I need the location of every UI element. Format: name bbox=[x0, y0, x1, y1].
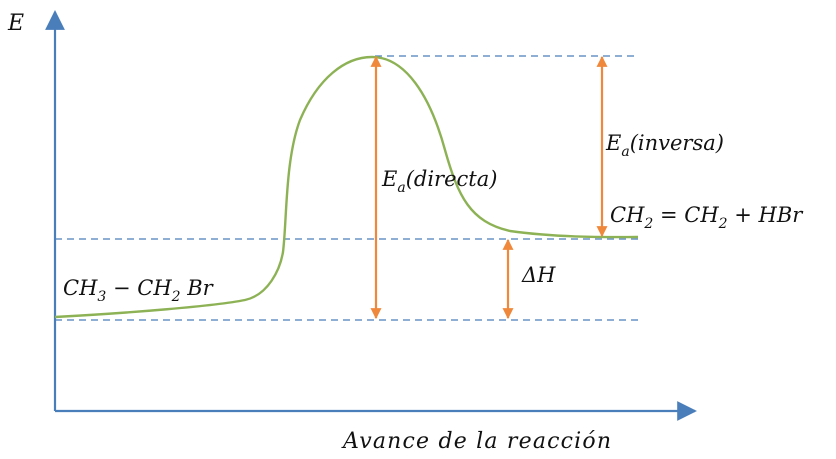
y-axis-label: E bbox=[7, 11, 24, 36]
ea-reverse-label: Ea(inversa) bbox=[605, 131, 724, 160]
ea-forward-label: Ea(directa) bbox=[381, 167, 497, 196]
delta-h-label: ΔH bbox=[521, 263, 556, 287]
reaction-energy-curve bbox=[54, 55, 639, 319]
reactant-label: CH3 − CH2 Br bbox=[63, 276, 215, 305]
x-axis-label: Avance de la reacción bbox=[341, 429, 612, 454]
product-label: CH2 = CH2 + HBr bbox=[610, 203, 804, 232]
